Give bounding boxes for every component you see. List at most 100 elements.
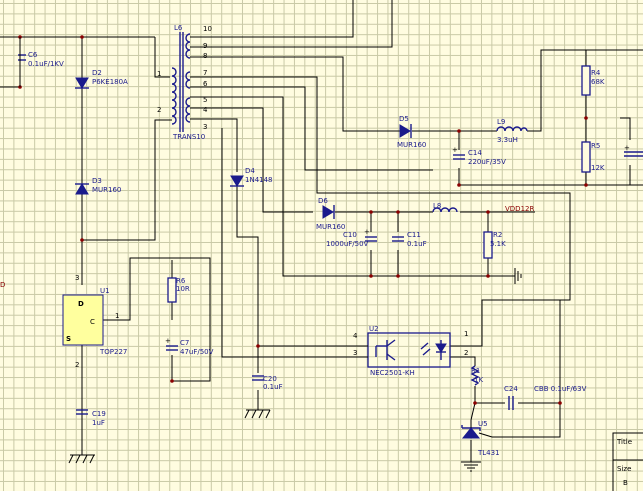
svg-text:+: + xyxy=(165,337,171,345)
size-value: B xyxy=(623,479,628,487)
junctions xyxy=(18,35,588,405)
u1-pin-d: D xyxy=(78,300,84,308)
d2-ref: D2 xyxy=(92,69,102,77)
u5-ref: U5 xyxy=(478,420,488,428)
c11-value: 0.1uF xyxy=(407,240,427,248)
l9-value: 3.3uH xyxy=(497,136,518,144)
u2-pin4: 4 xyxy=(353,332,358,340)
ground-symbol-secondary xyxy=(514,268,522,284)
wires xyxy=(0,0,643,463)
d5-ref: D5 xyxy=(399,115,409,123)
resistor-r6: R6 10R xyxy=(167,277,190,303)
r4-value: 68K xyxy=(591,78,605,86)
l6-pin5: 5 xyxy=(203,96,207,104)
transformer-l6: 10 9 8 7 6 5 4 3 1 2 L6 TRANS10 xyxy=(157,24,212,141)
c11-ref: C11 xyxy=(407,231,421,239)
resistor-r1: R1 1K xyxy=(470,365,483,386)
capacitor-right-edge: + xyxy=(624,144,643,157)
c14-value: 220uF/35V xyxy=(468,158,506,166)
u2-pin1: 1 xyxy=(464,330,468,338)
r5-value: 12K xyxy=(591,164,605,172)
resistor-r4: R4 68K xyxy=(581,65,605,96)
u1-ref: U1 xyxy=(100,287,110,295)
l6-pin4: 4 xyxy=(203,106,208,114)
u2-pin2: 2 xyxy=(464,349,468,357)
diode-d6: D6 MUR160 xyxy=(316,197,345,231)
u1-pin1: 1 xyxy=(115,312,119,320)
c19-ref: C19 xyxy=(92,410,106,418)
c7-value: 47uF/50V xyxy=(180,348,214,356)
r1-value: 1K xyxy=(474,376,483,384)
c10-ref: C10 xyxy=(343,231,357,239)
capacitor-c11: C11 0.1uF xyxy=(392,231,427,248)
u5-value: TL431 xyxy=(477,449,500,457)
inductor-l9: L9 3.3uH xyxy=(496,118,528,144)
svg-text:+: + xyxy=(452,146,458,154)
u1-pin2: 2 xyxy=(75,361,79,369)
ground-symbol-c19 xyxy=(68,454,95,464)
capacitor-c14: + C14 220uF/35V xyxy=(452,146,506,166)
diode-d3: D3 MUR160 xyxy=(75,177,121,195)
l6-value: TRANS10 xyxy=(172,133,205,141)
capacitor-c24: C24 CBB 0.1uF/63V xyxy=(504,385,587,410)
svg-text:+: + xyxy=(364,228,370,236)
l6-ref: L6 xyxy=(174,24,183,32)
shunt-regulator-u5: U5 TL431 xyxy=(461,420,500,457)
ground-symbol-c20 xyxy=(244,409,271,419)
d6-value: MUR160 xyxy=(316,223,345,231)
l9-ref: L9 xyxy=(497,118,505,126)
c20-ref: C20 xyxy=(263,375,277,383)
r6-ref: R6 xyxy=(176,277,186,285)
d4-value: 1N4148 xyxy=(245,176,273,184)
l8-ref: L8 xyxy=(433,202,441,210)
l6-pin6: 6 xyxy=(203,80,208,88)
l6-pin9: 9 xyxy=(203,42,207,50)
c19-value: 1uF xyxy=(92,419,105,427)
c6-ref: C6 xyxy=(28,51,38,59)
ic-u1: D C S 3 1 2 U1 TOP227 xyxy=(62,274,127,369)
resistor-r2: R2 5.1K xyxy=(483,231,506,259)
inductor-l8: L8 xyxy=(432,202,458,213)
u1-value: TOP227 xyxy=(99,348,127,356)
r4-ref: R4 xyxy=(591,69,601,77)
r1-ref: R1 xyxy=(471,367,480,375)
l6-pin2: 2 xyxy=(157,106,161,114)
c20-value: 0.1uF xyxy=(263,383,283,391)
c14-ref: C14 xyxy=(468,149,482,157)
capacitor-c20: C20 0.1uF xyxy=(252,375,283,391)
u1-pin3: 3 xyxy=(75,274,79,282)
c6-value: 0.1uF/1KV xyxy=(28,60,64,68)
d3-ref: D3 xyxy=(92,177,102,185)
u1-pin-c: C xyxy=(90,318,95,326)
r2-value: 5.1K xyxy=(490,240,506,248)
d6-ref: D6 xyxy=(318,197,328,205)
capacitor-c19: C19 1uF xyxy=(76,409,106,427)
u1-pin-s: S xyxy=(66,335,71,343)
d4-ref: D4 xyxy=(245,167,255,175)
title-block: Title Size B xyxy=(612,432,643,491)
l6-pin1: 1 xyxy=(157,70,161,78)
d5-value: MUR160 xyxy=(397,141,426,149)
net-label-vdd12r: VDD12R xyxy=(505,205,534,213)
diode-d5: D5 MUR160 xyxy=(397,115,426,149)
u2-pin3: 3 xyxy=(353,349,357,357)
l6-pin8: 8 xyxy=(203,52,207,60)
r6-value: 10R xyxy=(176,285,190,293)
resistor-r5: R5 12K xyxy=(581,141,605,173)
r2-ref: R2 xyxy=(493,231,502,239)
left-net-marker: D xyxy=(0,281,5,289)
d3-value: MUR160 xyxy=(92,186,121,194)
l6-pin3: 3 xyxy=(203,123,207,131)
u2-ref: U2 xyxy=(369,325,379,333)
size-label: Size xyxy=(617,465,631,473)
optocoupler-u2: 4 3 1 2 U2 NEC2501-KH xyxy=(353,325,468,377)
svg-text:+: + xyxy=(624,144,630,152)
l6-pin10: 10 xyxy=(203,25,212,33)
capacitor-c10: + C10 1000uF/50V xyxy=(326,228,377,248)
u2-value: NEC2501-KH xyxy=(370,369,415,377)
c24-ref: C24 xyxy=(504,385,518,393)
diode-d4: D4 1N4148 xyxy=(230,167,273,187)
ground-symbol-u5 xyxy=(461,461,481,472)
c24-value: CBB 0.1uF/63V xyxy=(534,385,587,393)
